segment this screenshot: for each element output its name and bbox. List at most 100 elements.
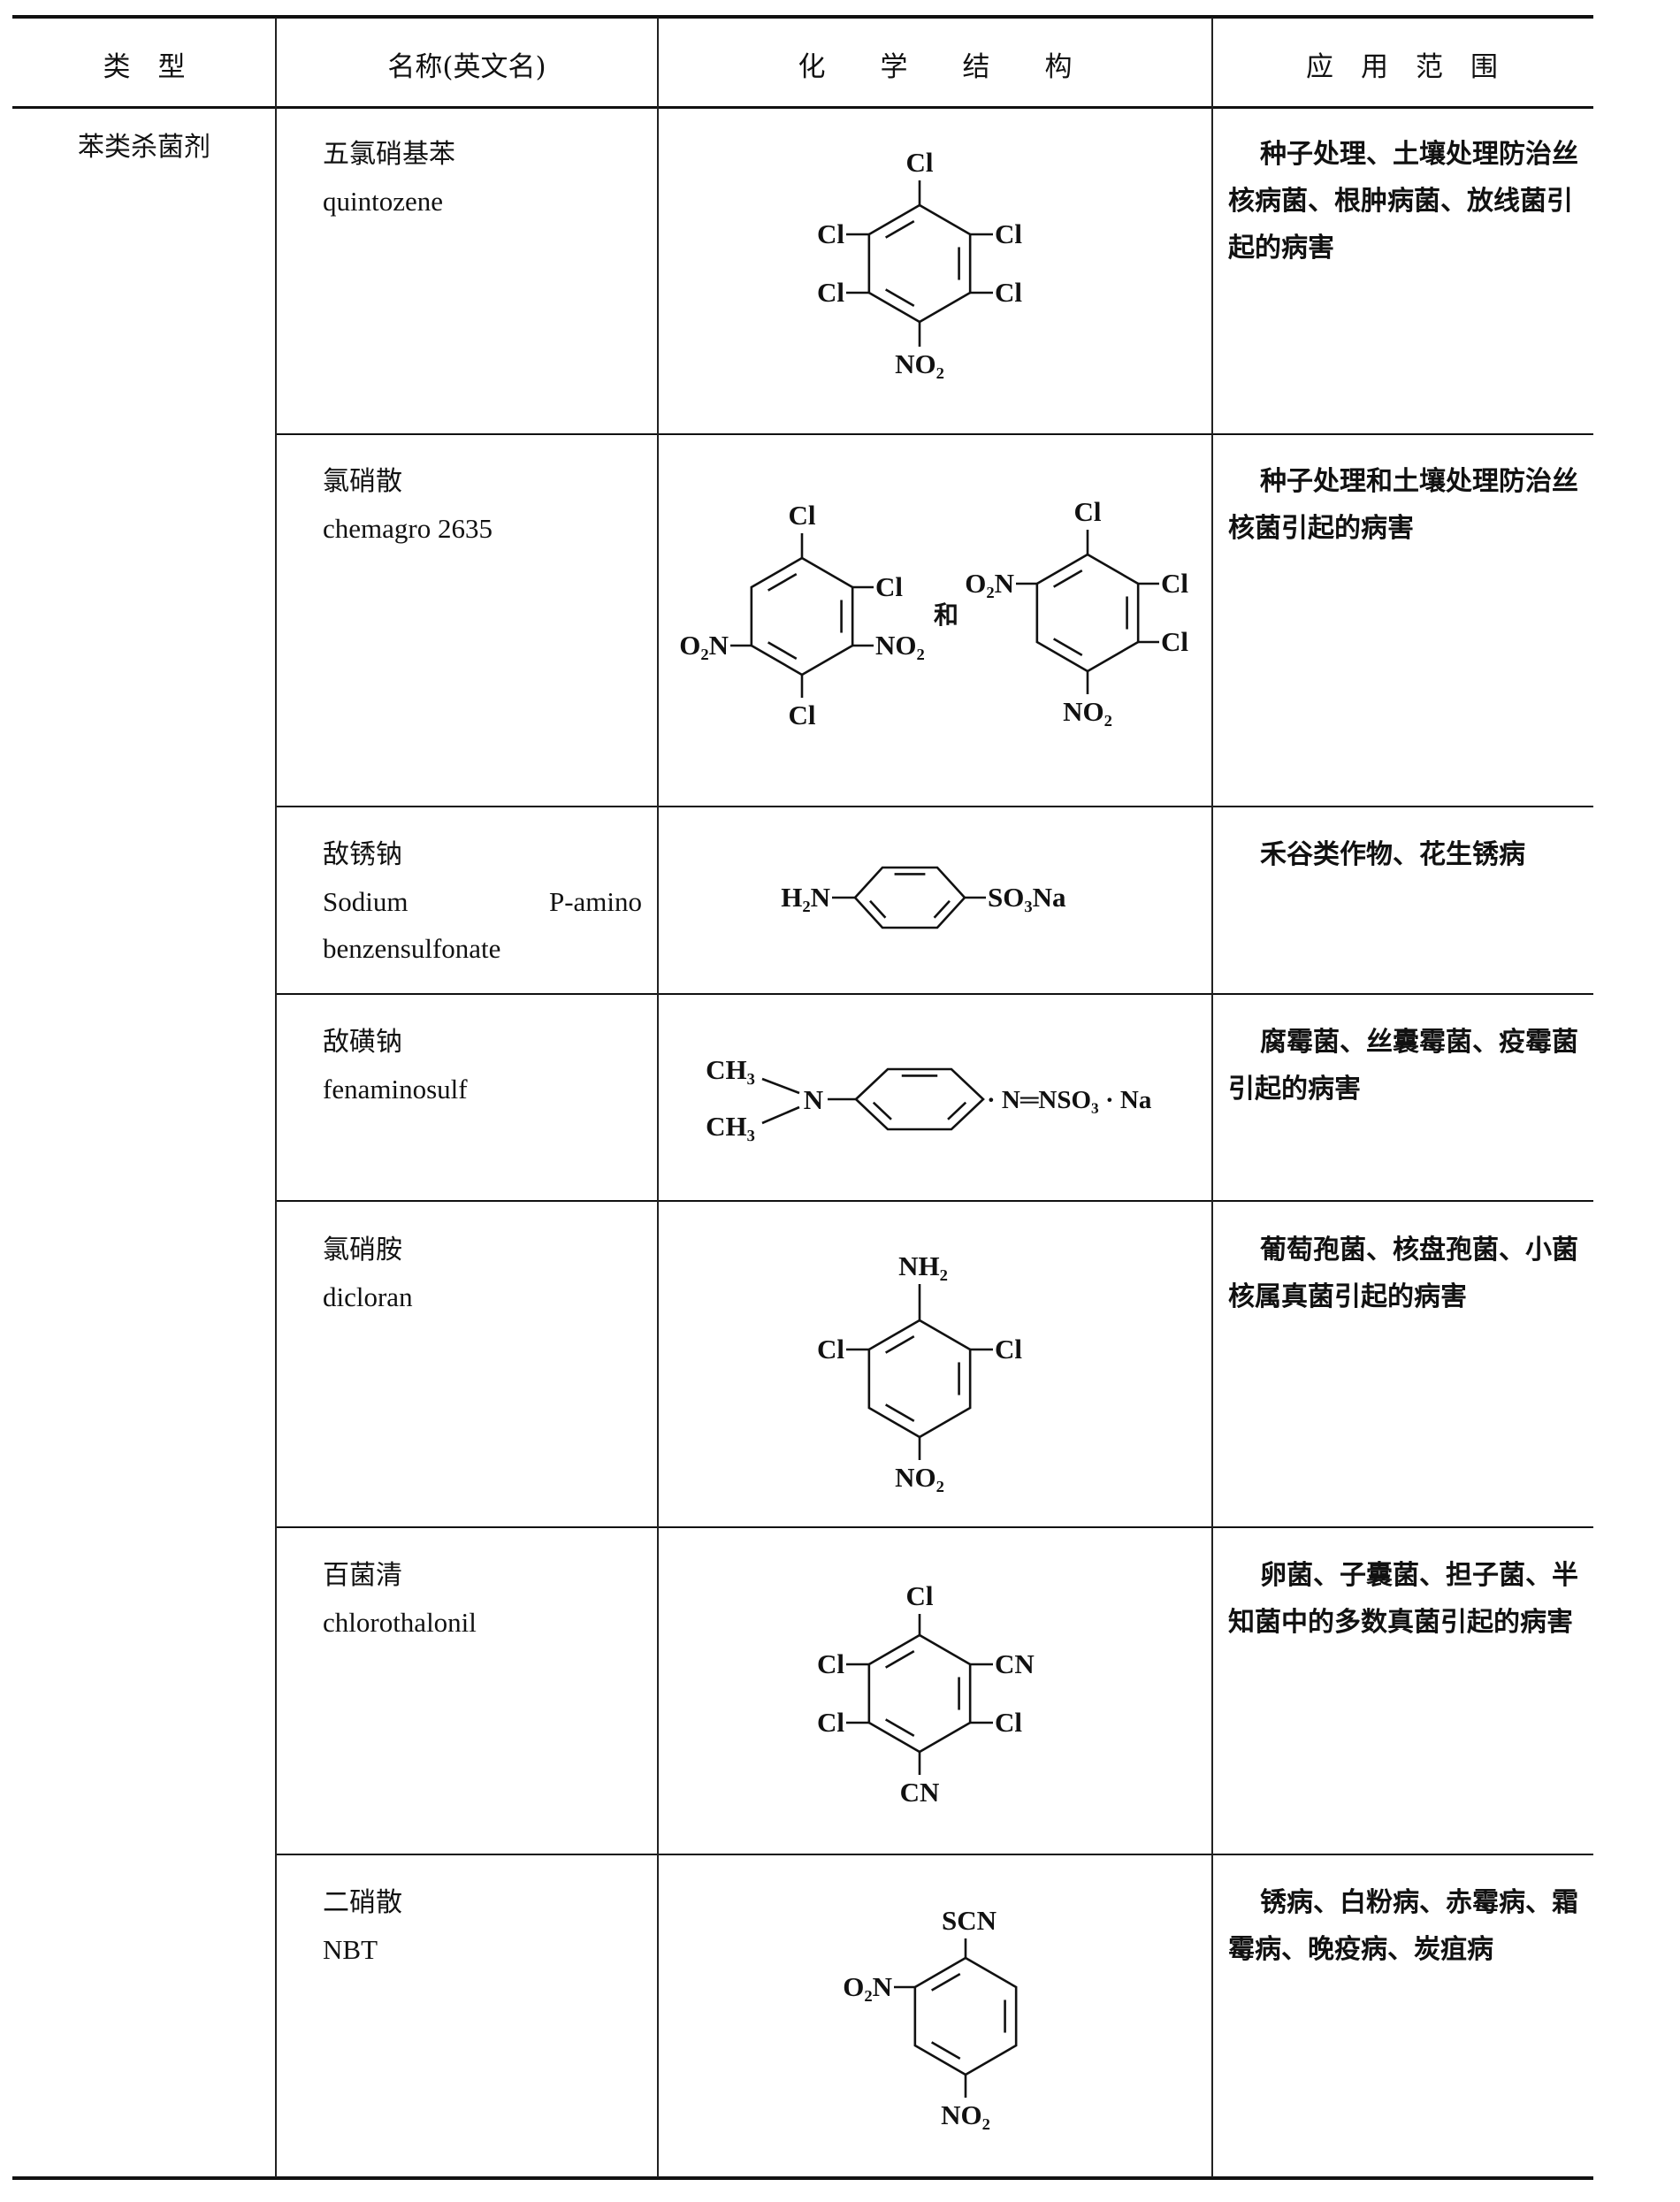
structure-diagram: Cl Cl CN Cl Cl CN — [817, 1580, 1035, 1808]
application-value: 腐霉菌、丝囊霉菌、疫霉菌引起的病害 — [1228, 1027, 1578, 1105]
substituent: Cl — [817, 1648, 844, 1679]
ring-outline — [867, 203, 972, 324]
application-text: 种子处理、土壤处理防治丝核病菌、根肿病菌、放线菌引起的病害 — [1212, 131, 1592, 271]
structure-diagram: SCN O₂N NO₂ — [843, 1905, 1018, 2130]
substituent: Cl — [995, 1707, 1022, 1738]
name-cn: 敌磺钠 — [323, 1027, 402, 1058]
row-divider — [276, 1200, 1593, 1202]
table-bottom-rule — [12, 2176, 1593, 2180]
ring-outline — [867, 1633, 972, 1754]
structure-chlorothalonil: Cl Cl CN Cl Cl CN — [658, 1527, 1212, 1854]
benzene-ring — [1035, 553, 1140, 673]
substituent: Cl — [995, 277, 1022, 308]
header-type-label: 类 型 — [103, 50, 186, 83]
double-bond — [767, 572, 798, 592]
name-en: chemagro 2635 — [323, 513, 493, 544]
substituent: NO₂ — [895, 348, 944, 379]
double-bond — [1053, 569, 1083, 588]
substituent: Cl — [906, 1580, 934, 1611]
substituent: SCN — [942, 1905, 997, 1936]
application-value: 卵菌、子囊菌、担子菌、半知菌中的多数真菌引起的病害 — [1228, 1560, 1578, 1638]
structure-diagram: Cl Cl NO₂ O₂N Cl 和 Cl O₂N Cl Cl NO₂ — [679, 496, 1188, 730]
double-bond — [931, 1972, 961, 1992]
header-bottom-rule — [12, 106, 1593, 109]
column-divider — [657, 18, 659, 2177]
row-divider — [276, 1854, 1593, 1855]
substituent: O₂N — [965, 568, 1014, 599]
application-value: 种子处理、土壤处理防治丝核病菌、根肿病菌、放线菌引起的病害 — [1228, 139, 1578, 264]
name-cn: 二硝散 — [323, 1887, 402, 1918]
name-cn: 氯硝散 — [323, 466, 402, 497]
double-bond — [947, 1101, 967, 1120]
header-name-label: 名称(英文名) — [387, 50, 546, 83]
substituent: CN — [900, 1777, 940, 1808]
header-application: 应 用 范 围 — [1212, 19, 1592, 108]
ring-outline — [1035, 553, 1140, 673]
double-bond — [931, 2041, 961, 2061]
compound-name: 二硝散 NBT — [276, 1879, 658, 1973]
benzene-ring — [867, 203, 972, 324]
row-divider — [276, 433, 1593, 435]
row-divider — [276, 993, 1593, 995]
substituent: Cl — [817, 1707, 844, 1738]
ring-outline — [867, 1319, 972, 1439]
substituent: Cl — [906, 147, 934, 178]
structure-fenaminosulf: CH₃ CH₃ N · N═NSO₃ · Na — [658, 994, 1212, 1201]
double-bond — [885, 1403, 915, 1423]
substituent: Cl — [1161, 568, 1188, 599]
application-text: 锈病、白粉病、赤霉病、霜霉病、晚疫病、炭疽病 — [1212, 1879, 1592, 1973]
table-top-rule — [12, 15, 1593, 19]
benzene-ring — [854, 1067, 985, 1131]
substituent: CH₃ — [706, 1111, 755, 1142]
structure-chemagro: Cl Cl NO₂ O₂N Cl 和 Cl O₂N Cl Cl NO₂ — [658, 434, 1212, 807]
double-bond — [767, 641, 798, 661]
structure-diagram: CH₃ CH₃ N · N═NSO₃ · Na — [706, 1054, 1152, 1142]
application-text: 腐霉菌、丝囊霉菌、疫霉菌引起的病害 — [1212, 1019, 1592, 1112]
application-value: 种子处理和土壤处理防治丝核菌引起的病害 — [1228, 466, 1578, 544]
name-en: quintozene — [323, 186, 444, 217]
substituent: · N═NSO₃ · Na — [987, 1086, 1152, 1114]
substituent: Cl — [817, 1334, 844, 1365]
header-application-label: 应 用 范 围 — [1306, 50, 1498, 83]
name-en: fenaminosulf — [323, 1074, 468, 1105]
double-bond — [1053, 638, 1083, 657]
substituent: O₂N — [679, 630, 729, 661]
name-en: NBT — [323, 1934, 378, 1965]
benzene-ring — [853, 866, 966, 929]
ring-outline — [750, 556, 854, 677]
name-en: chlorothalonil — [323, 1607, 477, 1638]
structure-diagram: H₂N SO₃Na — [781, 866, 1066, 929]
column-divider — [1211, 18, 1213, 2177]
substituent: CN — [995, 1648, 1035, 1679]
row-divider — [276, 1526, 1593, 1528]
substituent: CH₃ — [706, 1054, 755, 1085]
application-text: 禾谷类作物、花生锈病 — [1212, 831, 1592, 878]
substituent: Cl — [1074, 496, 1102, 527]
substituent: Cl — [995, 218, 1022, 249]
application-value: 锈病、白粉病、赤霉病、霜霉病、晚疫病、炭疽病 — [1228, 1887, 1578, 1965]
structure-quintozene: Cl Cl Cl Cl Cl NO₂ — [658, 108, 1212, 434]
compound-name: 敌磺钠 fenaminosulf — [276, 1019, 658, 1112]
column-divider — [275, 18, 277, 2177]
substituent: NH₂ — [898, 1250, 948, 1281]
name-cn: 五氯硝基苯 — [323, 139, 455, 170]
benzene-ring — [913, 1956, 1018, 2076]
benzene-ring — [750, 556, 854, 677]
name-cn: 百菌清 — [323, 1560, 402, 1591]
compound-name: 百菌清 chlorothalonil — [276, 1552, 658, 1646]
compound-name: 五氯硝基苯 quintozene — [276, 131, 658, 225]
row-divider — [276, 806, 1593, 807]
header-structure: 化 学 结 构 — [658, 19, 1212, 108]
substituent: N — [804, 1084, 823, 1115]
substituent: Cl — [1161, 626, 1188, 657]
double-bond — [885, 1718, 915, 1738]
and-connector: 和 — [934, 601, 958, 630]
benzene-ring — [867, 1319, 972, 1439]
double-bond — [872, 1101, 892, 1120]
structure-sodium-aminobenzenesulfonate: H₂N SO₃Na — [658, 807, 1212, 994]
double-bond — [869, 899, 887, 919]
double-bond — [885, 219, 915, 239]
header-name: 名称(英文名) — [276, 19, 658, 108]
name-cn: 氯硝胺 — [323, 1235, 402, 1265]
